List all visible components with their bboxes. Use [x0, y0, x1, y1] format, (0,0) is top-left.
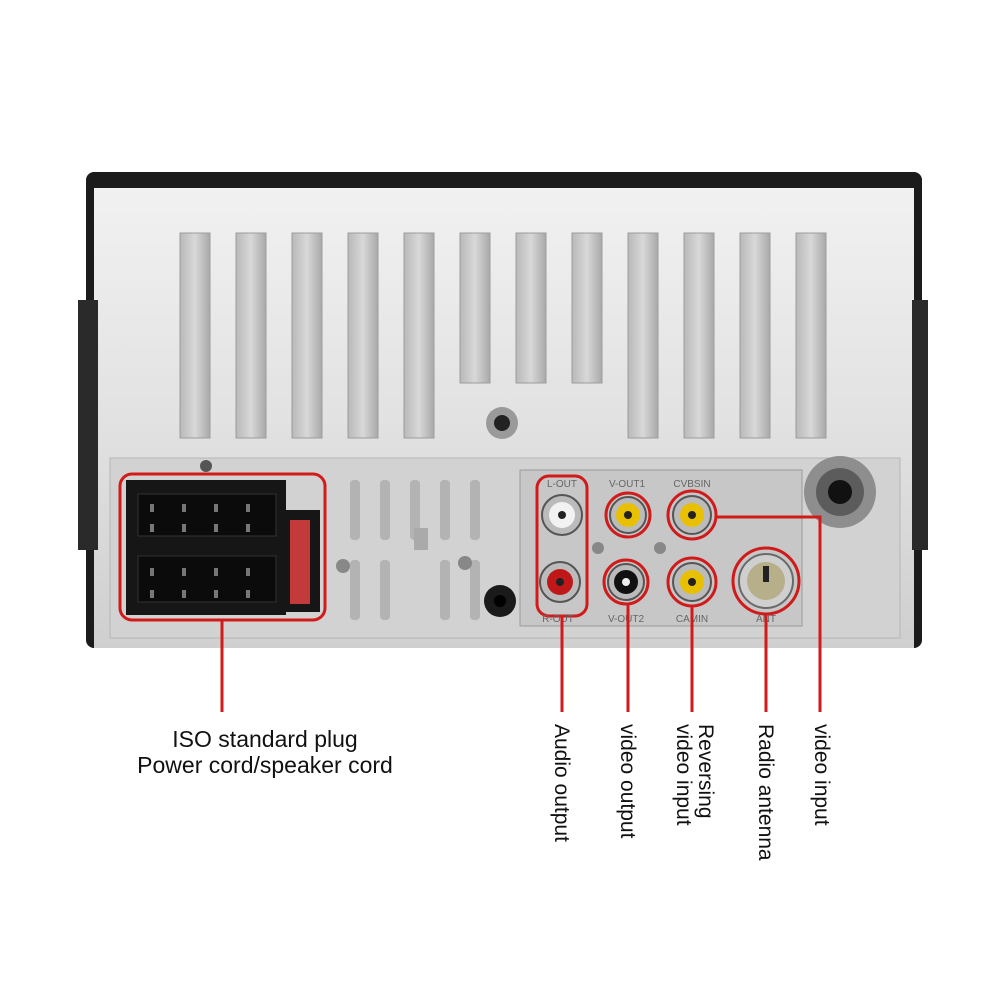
heat-sink-fin: [795, 232, 827, 439]
iso-pin: [150, 504, 154, 512]
heat-sink-fins: [179, 232, 827, 439]
label-radio-antenna: Radio antenna: [754, 724, 777, 861]
label-audio-output: Audio output: [550, 724, 573, 842]
jack-label-rout: R-OUT: [542, 614, 574, 625]
heat-sink-fin: [347, 232, 379, 439]
rca-jack-cvbs-in: [666, 489, 718, 541]
vent-slot: [440, 560, 450, 620]
iso-pin: [150, 590, 154, 598]
heat-sink-fin: [291, 232, 323, 439]
label-video-input-cam: video input: [672, 724, 695, 826]
vent-slot: [350, 560, 360, 620]
heat-sink-fin: [459, 232, 491, 384]
label-video-input: video input: [810, 724, 833, 826]
heat-sink-fin: [403, 232, 435, 439]
vent-slot: [350, 480, 360, 540]
vent-slot: [380, 480, 390, 540]
rca-jack-l-out: [541, 494, 583, 536]
heat-sink-fin: [571, 232, 603, 384]
label-reversing: Reversing: [694, 724, 717, 819]
iso-pin: [182, 568, 186, 576]
vent-slot: [470, 480, 480, 540]
iso-screw: [200, 460, 212, 472]
vent-slot: [380, 560, 390, 620]
vent-slots: [350, 480, 480, 620]
side-strip-left: [78, 300, 98, 550]
iso-pin: [150, 568, 154, 576]
jack-label-vout1: V-OUT1: [609, 479, 646, 490]
vent-slot: [440, 480, 450, 540]
heat-sink-fin: [515, 232, 547, 384]
heat-sink-fin: [627, 232, 659, 439]
iso-plug-subtitle: Power cord/speaker cord: [137, 752, 393, 778]
vent-slot: [470, 560, 480, 620]
heat-sink-fin: [739, 232, 771, 439]
callout-lines: [220, 515, 822, 712]
iso-connector: [118, 460, 327, 622]
jack-label-lout: L-OUT: [547, 479, 577, 490]
rca-jack-cam-in: [666, 556, 718, 608]
fuse-tab: [290, 520, 310, 604]
iso-pin: [214, 524, 218, 532]
heat-sink-fin: [235, 232, 267, 439]
side-strip-right: [912, 300, 928, 550]
iso-pin: [150, 524, 154, 532]
rca-jack-r-out: [539, 561, 581, 603]
iso-pin: [246, 590, 250, 598]
vent-slot: [410, 480, 420, 540]
iso-pin: [182, 524, 186, 532]
cable-grommet: [804, 456, 876, 528]
iso-pin: [182, 504, 186, 512]
iso-pin: [182, 590, 186, 598]
rca-jack-v-out2: [602, 558, 650, 606]
iso-plug-title: ISO standard plug: [172, 726, 358, 752]
iso-pin: [246, 504, 250, 512]
iso-pin: [246, 524, 250, 532]
iso-pin: [214, 568, 218, 576]
heat-sink-fin: [179, 232, 211, 439]
rca-jack-v-out1: [604, 491, 652, 539]
jack-label-cvbsin: CVBSIN: [673, 479, 710, 490]
iso-pin: [214, 590, 218, 598]
iso-pin: [214, 504, 218, 512]
jack-label-vout2: V-OUT2: [608, 614, 645, 625]
label-video-output: video output: [616, 724, 639, 839]
iso-pin: [246, 568, 250, 576]
heat-sink-fin: [683, 232, 715, 439]
antenna-socket: [731, 546, 801, 616]
